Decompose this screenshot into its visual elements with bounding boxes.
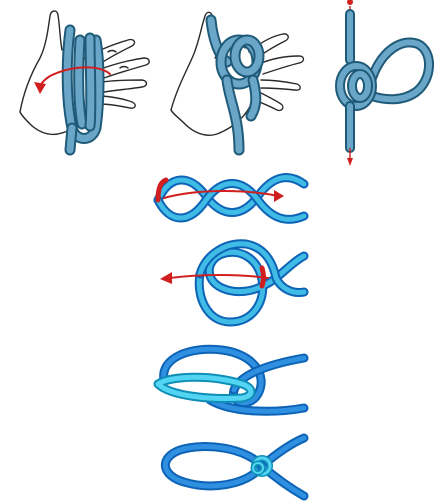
pull-back-illustration (150, 234, 310, 330)
step-figure-eight-twist (150, 170, 310, 226)
rope-twist-icon (158, 178, 304, 220)
hand-wrap-illustration (10, 0, 160, 150)
step-wrap-hand (10, 0, 160, 150)
step-form-loop (150, 340, 310, 420)
step-finished-knot (150, 430, 310, 502)
twist-illustration (150, 170, 310, 226)
finished-knot-illustration (150, 430, 310, 502)
pass-through-illustration (165, 0, 315, 150)
rope-loop-icon (158, 349, 304, 411)
step-tighten-vertical (320, 0, 447, 170)
tighten-illustration (320, 0, 447, 170)
rope-knot-icon (340, 14, 429, 148)
step-pass-through (165, 0, 315, 150)
rope-knot-icon (165, 438, 304, 496)
rope-loop-icon (67, 30, 99, 150)
rope-knot-icon (211, 20, 259, 150)
step-pull-back (150, 234, 310, 330)
rope-loop-icon (199, 244, 304, 322)
form-loop-illustration (150, 340, 310, 420)
